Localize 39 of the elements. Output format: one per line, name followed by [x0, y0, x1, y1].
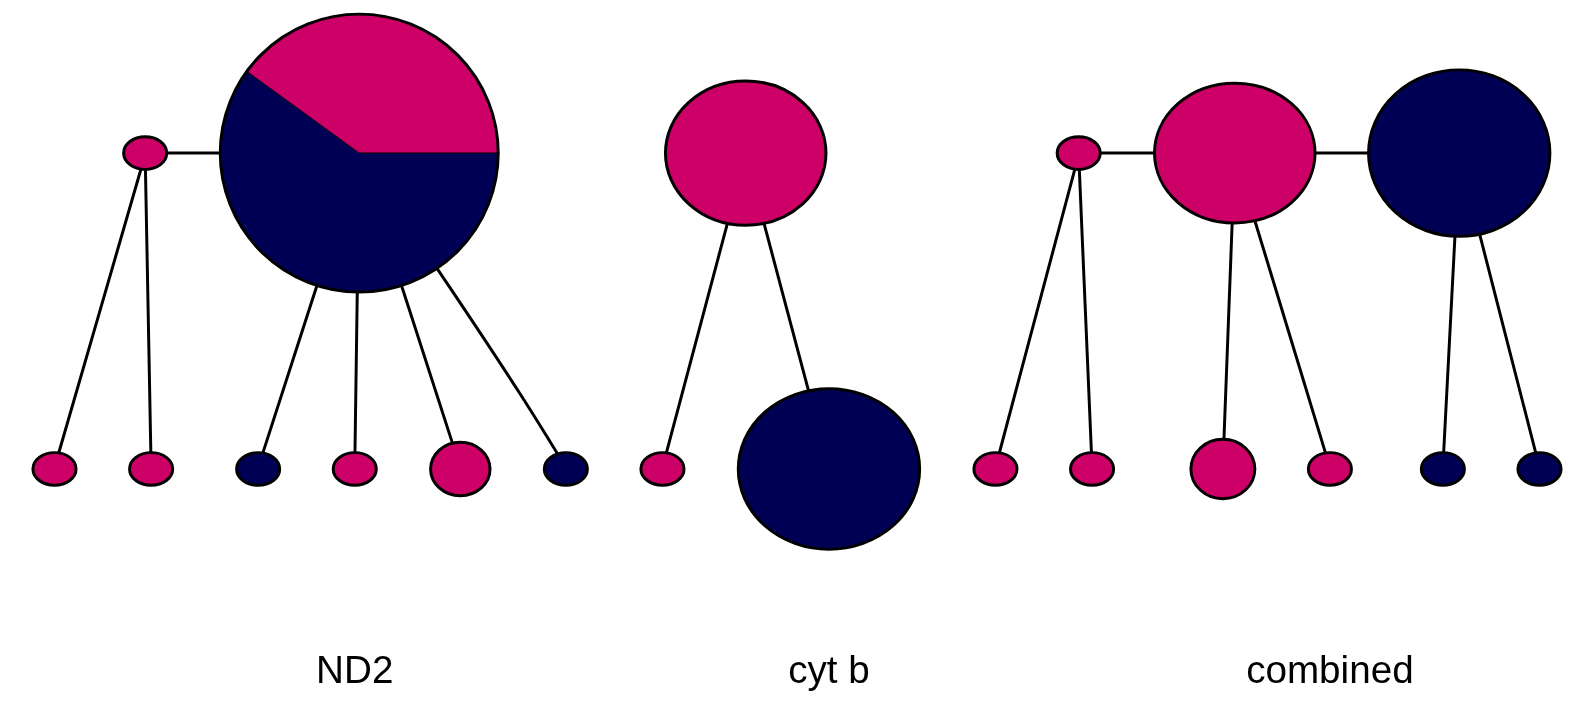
- node-circle: [542, 451, 589, 487]
- connector: [143, 169, 152, 453]
- node-circle: [121, 135, 168, 171]
- node-circle: [1188, 437, 1256, 501]
- connector: [664, 223, 729, 454]
- connector: [762, 223, 810, 391]
- connector: [1253, 220, 1327, 454]
- connector: [1077, 169, 1093, 453]
- connector: [166, 151, 220, 155]
- node-circle: [971, 451, 1018, 487]
- connector: [1314, 151, 1368, 155]
- label: combined: [1245, 647, 1414, 691]
- node-circle: [331, 451, 378, 487]
- connector: [56, 168, 142, 453]
- node-circle: [736, 387, 921, 551]
- connector: [353, 292, 359, 453]
- node-circle: [1306, 451, 1353, 487]
- connector: [399, 285, 454, 444]
- node-circle: [663, 79, 827, 227]
- node-circle: [1055, 135, 1102, 171]
- connector: [1221, 223, 1234, 439]
- node-circle: [1152, 81, 1317, 225]
- node-circle: [1419, 451, 1466, 487]
- connector: [1441, 236, 1456, 453]
- connector: [261, 285, 318, 454]
- node-circle: [30, 451, 78, 487]
- node-circle: [428, 440, 492, 498]
- connector: [997, 168, 1076, 453]
- connector: [1477, 234, 1537, 454]
- node-circle: [1366, 68, 1551, 238]
- node-circle: [234, 451, 281, 487]
- node-circle: [127, 451, 174, 487]
- node-circle: [638, 451, 685, 487]
- label: ND2: [315, 647, 393, 691]
- label: cyt b: [787, 647, 870, 691]
- node-circle: [1515, 451, 1563, 487]
- node-circle: [1068, 451, 1115, 487]
- connector: [1100, 151, 1154, 155]
- connector: [435, 267, 559, 455]
